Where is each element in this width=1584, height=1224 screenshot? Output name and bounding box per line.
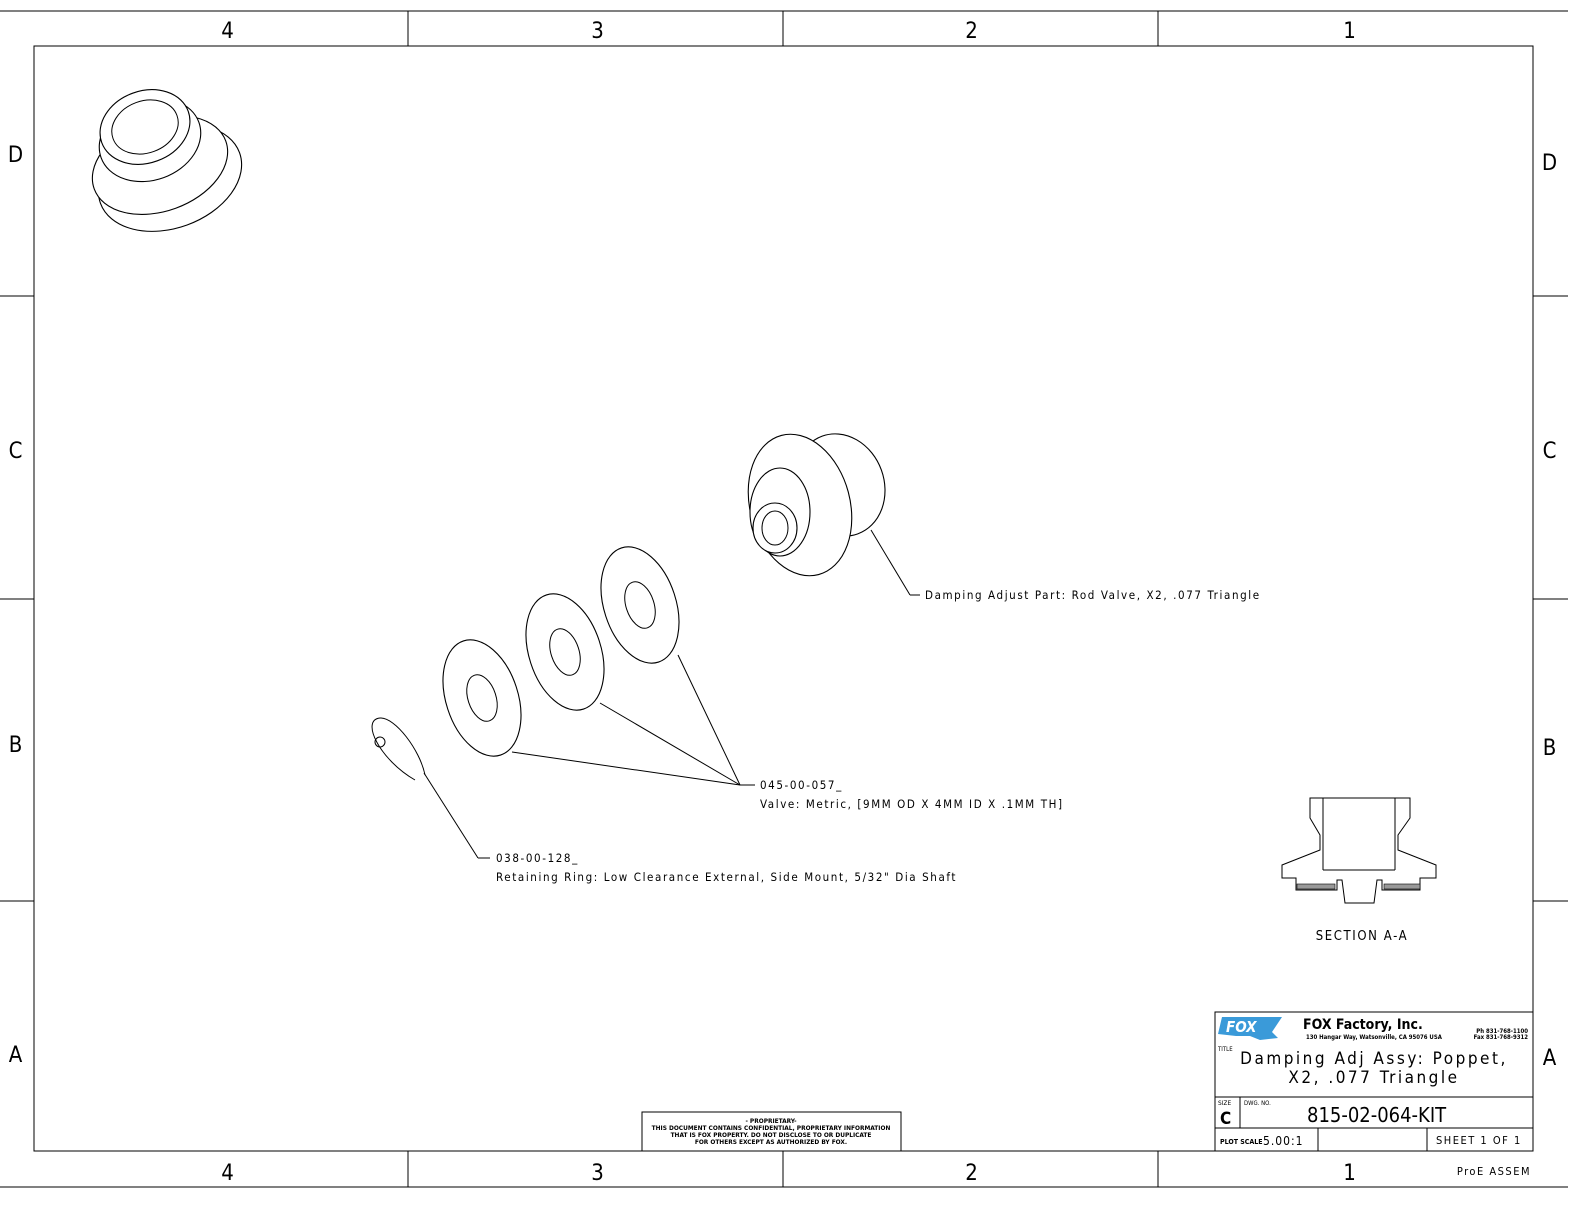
zone-row-c-right: C: [1543, 439, 1558, 464]
zone-col-3: 3: [591, 19, 605, 44]
callout-valve-desc: Valve: Metric, [9MM OD X 4MM ID X .1MM T…: [760, 797, 1064, 811]
fox-logo: FOX: [1218, 1017, 1282, 1040]
assembly-iso-view: [91, 89, 243, 232]
proprietary-notice: - PROPRIETARY- THIS DOCUMENT CONTAINS CO…: [641, 1111, 902, 1152]
title-label: TITLE: [1217, 1046, 1233, 1053]
zone-col-3-bottom: 3: [591, 1161, 605, 1186]
plot-scale-label: PLOT SCALE: [1220, 1138, 1263, 1146]
proprietary-heading: - PROPRIETARY-: [745, 1117, 797, 1125]
plot-scale: 5.00:1: [1263, 1134, 1304, 1148]
zone-row-d-right: D: [1542, 151, 1558, 176]
drawing-title-line-2: X2, .077 Triangle: [1288, 1068, 1459, 1088]
zone-col-2-bottom: 2: [965, 1161, 979, 1186]
retaining-ring-drawing: [371, 717, 490, 859]
zone-labels: 4 3 2 1 4 3 2 1 D C B A D C B A: [8, 19, 1558, 1186]
damping-adjust-part-drawing: [747, 433, 920, 596]
zone-col-1: 1: [1343, 19, 1357, 44]
section-view-a-a: SECTION A-A: [1281, 797, 1437, 944]
zone-col-4: 4: [221, 19, 235, 44]
company-phone: Ph 831-768-1100: [1476, 1028, 1528, 1035]
section-label: SECTION A-A: [1316, 929, 1408, 944]
sheet-size: C: [1220, 1109, 1231, 1129]
company-name: FOX Factory, Inc.: [1303, 1017, 1423, 1033]
callout-valve-number: 045-00-057_: [760, 778, 843, 792]
zone-row-d: D: [8, 143, 24, 168]
zone-row-c: C: [9, 439, 24, 464]
proprietary-line-3: FOR OTHERS EXCEPT AS AUTHORIZED BY FOX.: [695, 1138, 847, 1146]
drawing-title-line-1: Damping Adj Assy: Poppet,: [1240, 1049, 1508, 1069]
zone-col-1-bottom: 1: [1343, 1161, 1357, 1186]
company-address: 130 Hangar Way, Watsonville, CA 95076 US…: [1306, 1034, 1443, 1041]
zone-row-b-right: B: [1543, 736, 1558, 761]
valve-discs: [442, 546, 755, 786]
title-block: FOX FOX Factory, Inc. 130 Hangar Way, Wa…: [1214, 1011, 1534, 1178]
fox-logo-text: FOX: [1226, 1018, 1257, 1036]
proprietary-line-1: THIS DOCUMENT CONTAINS CONFIDENTIAL, PRO…: [652, 1124, 891, 1132]
sheet-number: SHEET 1 OF 1: [1436, 1134, 1522, 1147]
zone-col-2: 2: [965, 19, 979, 44]
dwg-no-label: DWG. NO.: [1244, 1100, 1271, 1107]
zone-row-a-right: A: [1543, 1046, 1558, 1071]
proprietary-line-2: THAT IS FOX PROPERTY. DO NOT DISCLOSE TO…: [671, 1131, 872, 1139]
software-label: ProE ASSEM: [1457, 1165, 1531, 1178]
callout-ring-number: 038-00-128_: [496, 851, 579, 865]
callout-ring-desc: Retaining Ring: Low Clearance External, …: [496, 870, 957, 884]
company-fax: Fax 831-768-9312: [1474, 1034, 1529, 1041]
zone-col-4-bottom: 4: [221, 1161, 235, 1186]
size-label: SIZE: [1218, 1099, 1231, 1107]
zone-row-a: A: [9, 1043, 24, 1068]
zone-row-b: B: [9, 733, 24, 758]
callout-damping-part: Damping Adjust Part: Rod Valve, X2, .077…: [925, 588, 1261, 602]
drawing-number: 815-02-064-KIT: [1307, 1103, 1447, 1127]
